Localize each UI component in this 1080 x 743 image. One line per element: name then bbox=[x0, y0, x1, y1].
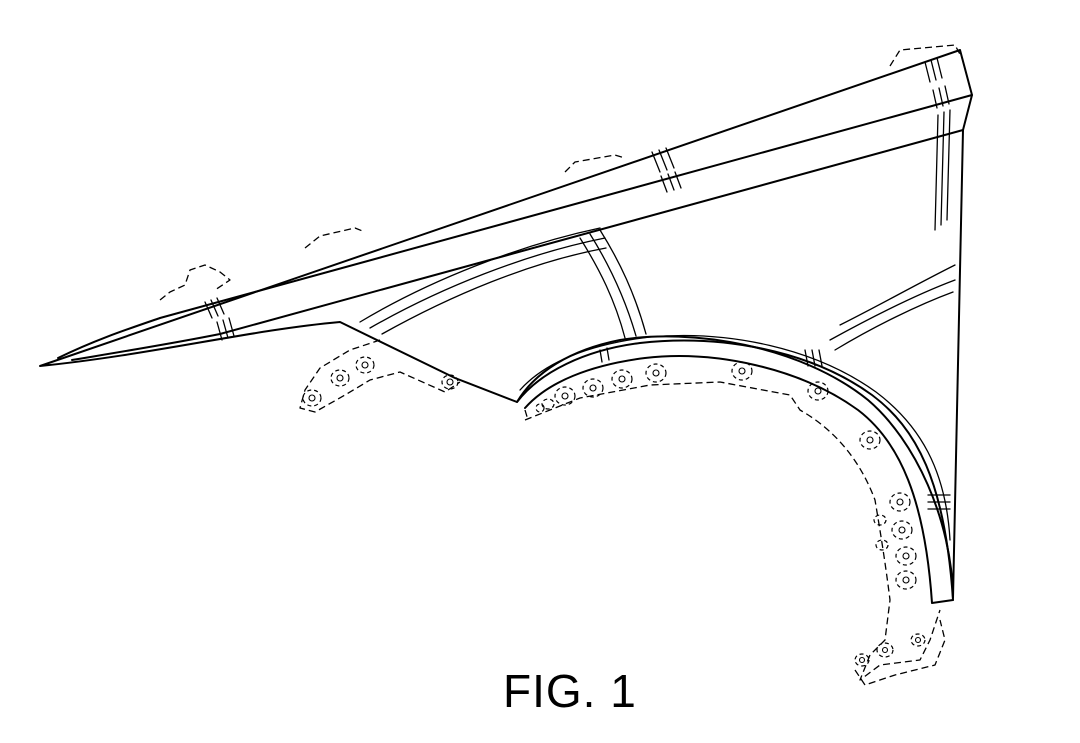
wheel-arch-inner bbox=[524, 355, 954, 604]
top-mount-dashed bbox=[564, 154, 626, 173]
body-shade-line bbox=[589, 233, 637, 337]
upper-crease-line bbox=[57, 94, 973, 359]
fender-outline bbox=[39, 49, 973, 599]
lower-crease-line bbox=[71, 129, 964, 361]
fastener-clips bbox=[302, 356, 926, 667]
body-shade-line bbox=[369, 237, 606, 329]
front-mount-dashed bbox=[159, 264, 231, 301]
body-shade-line bbox=[829, 279, 956, 341]
crease-tick-marks bbox=[204, 57, 951, 510]
body-shade-line bbox=[834, 291, 954, 351]
rear-shade-line bbox=[946, 109, 951, 221]
rear-shade-line bbox=[934, 114, 939, 231]
top-mount-dashed bbox=[889, 44, 964, 67]
body-shade-line bbox=[381, 247, 607, 335]
figure-label: FIG. 1 bbox=[503, 665, 637, 717]
front-bracket-dashed bbox=[299, 339, 461, 413]
body-shade-line bbox=[839, 264, 956, 326]
lower-rear-bracket-dashed bbox=[854, 619, 946, 686]
wheel-arch-mid bbox=[519, 334, 951, 541]
arch-liner-dashed bbox=[524, 381, 941, 681]
top-mount-dashed bbox=[304, 227, 366, 249]
body-shade-line bbox=[579, 237, 626, 339]
arch-liner-dashed bbox=[524, 409, 529, 421]
body-shade-line bbox=[359, 227, 601, 323]
body-shade-line bbox=[599, 229, 647, 335]
rear-shade-line bbox=[940, 111, 945, 226]
wheel-arch-outer bbox=[516, 339, 954, 601]
